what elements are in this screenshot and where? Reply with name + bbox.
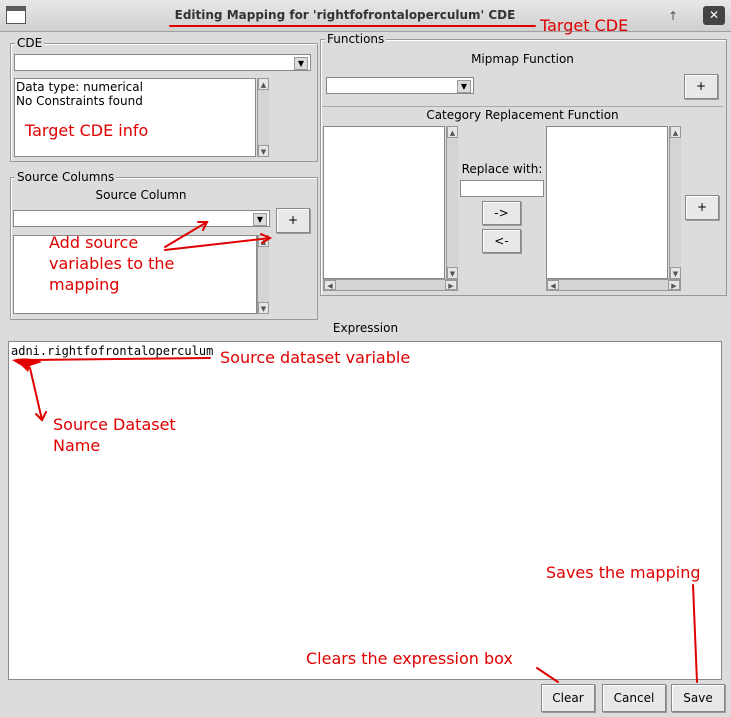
scroll-up-icon[interactable]: ▲ [447,126,458,138]
chevron-down-icon: ▼ [294,57,308,70]
add-mipmap-button[interactable]: + [684,74,718,99]
scroll-up-icon[interactable]: ▲ [258,78,269,90]
add-source-column-button[interactable]: + [276,208,310,233]
scroll-up-icon[interactable]: ▲ [670,126,681,138]
cde-select[interactable]: ▼ [14,54,311,71]
scroll-down-icon[interactable]: ▼ [258,302,269,314]
chevron-down-icon: ▼ [457,80,471,93]
scroll-down-icon[interactable]: ▼ [258,145,269,157]
annotation-clears-expression: Clears the expression box [306,649,513,668]
source-columns-legend: Source Columns [15,170,117,184]
functions-group: Functions [320,32,727,296]
window-app-icon [6,6,26,24]
category-target-list[interactable] [546,126,668,279]
category-target-vscrollbar[interactable]: ▲ ▼ [669,126,681,279]
mipmap-function-label: Mipmap Function [471,52,574,66]
cde-group: CDE [10,36,318,162]
cde-info-line: Data type: numerical [16,80,143,94]
window-title: Editing Mapping for 'rightfofrontaloperc… [174,8,516,22]
expression-value: adni.rightfofrontaloperculum [11,344,214,358]
move-left-button[interactable]: <- [482,229,521,253]
scroll-up-icon[interactable]: ▲ [258,235,269,247]
annotation-source-dataset-name-line1: Source Dataset [53,415,176,434]
annotation-source-dataset-name-line2: Name [53,436,101,455]
annotation-target-cde-info: Target CDE info [25,121,149,140]
category-target-hscrollbar[interactable]: ◀ ▶ [546,279,681,291]
category-replacement-label: Category Replacement Function [426,108,619,122]
cde-info-scrollbar[interactable]: ▲ ▼ [257,78,269,157]
category-source-vscrollbar[interactable]: ▲ ▼ [446,126,458,279]
replace-with-input[interactable] [460,180,544,197]
save-button[interactable]: Save [671,684,725,712]
functions-legend: Functions [325,32,387,46]
scroll-down-icon[interactable]: ▼ [447,267,458,279]
source-column-label: Source Column [95,188,187,202]
source-columns-group: Source Columns [10,170,318,320]
expression-textarea[interactable]: adni.rightfofrontaloperculum [8,341,722,680]
maximize-icon[interactable]: ↑ [667,9,679,23]
annotation-target-cde: Target CDE [540,16,629,35]
functions-divider [322,106,723,107]
expression-label: Expression [332,321,399,335]
close-icon[interactable]: ✕ [703,6,725,25]
chevron-down-icon: ▼ [253,213,267,226]
annotation-saves-mapping: Saves the mapping [546,563,701,582]
annotation-add-source-line1: Add source [49,233,139,252]
source-column-select[interactable]: ▼ [13,210,270,227]
annotation-add-source-line3: mapping [49,275,120,294]
annotation-source-dataset-variable: Source dataset variable [220,348,411,367]
add-category-button[interactable]: + [685,195,719,220]
scroll-down-icon[interactable]: ▼ [670,267,681,279]
source-column-scrollbar[interactable]: ▲ ▼ [257,235,269,314]
scroll-right-icon[interactable]: ▶ [668,280,680,290]
cde-info-line: No Constraints found [16,94,143,108]
replace-with-label: Replace with: [461,162,543,176]
move-right-button[interactable]: -> [482,201,521,225]
category-source-list[interactable] [323,126,445,279]
mipmap-function-select[interactable]: ▼ [326,77,474,94]
category-source-hscrollbar[interactable]: ◀ ▶ [323,279,458,291]
scroll-left-icon[interactable]: ◀ [324,280,336,290]
cde-info-box: Data type: numerical No Constraints foun… [14,78,256,157]
cde-legend: CDE [15,36,45,50]
scroll-right-icon[interactable]: ▶ [445,280,457,290]
clear-button[interactable]: Clear [541,684,595,712]
annotation-add-source-line2: variables to the [49,254,175,273]
cancel-button[interactable]: Cancel [602,684,666,712]
scroll-left-icon[interactable]: ◀ [547,280,559,290]
